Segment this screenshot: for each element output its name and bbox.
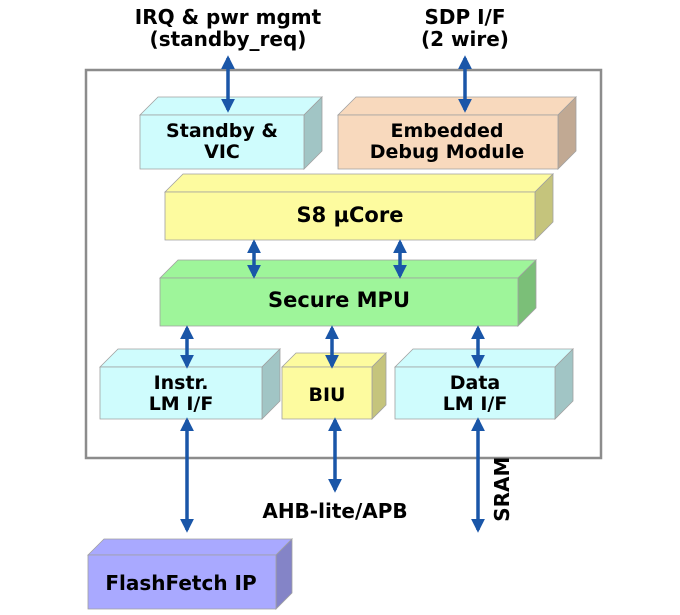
debug-label-line2: Debug Module — [369, 141, 525, 164]
standby-vic-block-top — [139, 96, 323, 116]
ahb-apb-label: AHB-lite/APB — [262, 499, 408, 523]
core-label: S8 µCore — [296, 203, 404, 227]
core-block-top — [164, 173, 554, 193]
debug-module-block-top — [337, 96, 577, 116]
biu-block-top — [281, 352, 387, 368]
sram-label: SRAM — [489, 456, 514, 522]
instr-label-line1: Instr. — [153, 372, 209, 394]
instr-lm-if-block-top — [99, 348, 281, 368]
standby-vic-block-front — [139, 114, 305, 170]
data-lm-if-block-top — [394, 348, 574, 368]
data-label-line2: LM I/F — [442, 393, 508, 416]
standby-label-line1: Standby & — [166, 120, 278, 142]
data-lm-if-label: Data LM I/F — [395, 372, 555, 416]
mpu-block-top — [159, 259, 537, 279]
debug-module-block-front — [337, 114, 559, 170]
flashfetch-block-top — [87, 538, 293, 556]
flashfetch-block-front — [87, 554, 277, 610]
instr-lm-if-block-front — [99, 366, 263, 420]
irq-label-line2: (standby_req) — [149, 27, 307, 52]
irq-label-line1: IRQ & pwr mgmt — [134, 5, 322, 29]
debug-label-line1: Embedded — [390, 120, 504, 142]
instr-lm-if-label: Instr. LM I/F — [100, 372, 262, 416]
flashfetch-label: FlashFetch IP — [105, 571, 257, 595]
debug-module-label: Embedded Debug Module — [338, 120, 556, 164]
biu-label: BIU — [308, 384, 346, 406]
sdp-label-line1: SDP I/F — [424, 5, 506, 29]
standby-vic-label: Standby & VIC — [140, 120, 304, 164]
irq-label: IRQ & pwr mgmt (standby_req) — [108, 6, 348, 51]
mpu-label: Secure MPU — [267, 288, 411, 312]
sdp-label: SDP I/F (2 wire) — [385, 6, 545, 51]
data-label-line1: Data — [449, 372, 501, 394]
data-lm-if-block-front — [394, 366, 556, 420]
standby-label-line2: VIC — [204, 141, 240, 164]
biu-block-front — [281, 366, 373, 420]
core-block-front — [164, 191, 536, 241]
instr-label-line2: LM I/F — [148, 393, 214, 416]
sdp-label-line2: (2 wire) — [421, 27, 509, 52]
